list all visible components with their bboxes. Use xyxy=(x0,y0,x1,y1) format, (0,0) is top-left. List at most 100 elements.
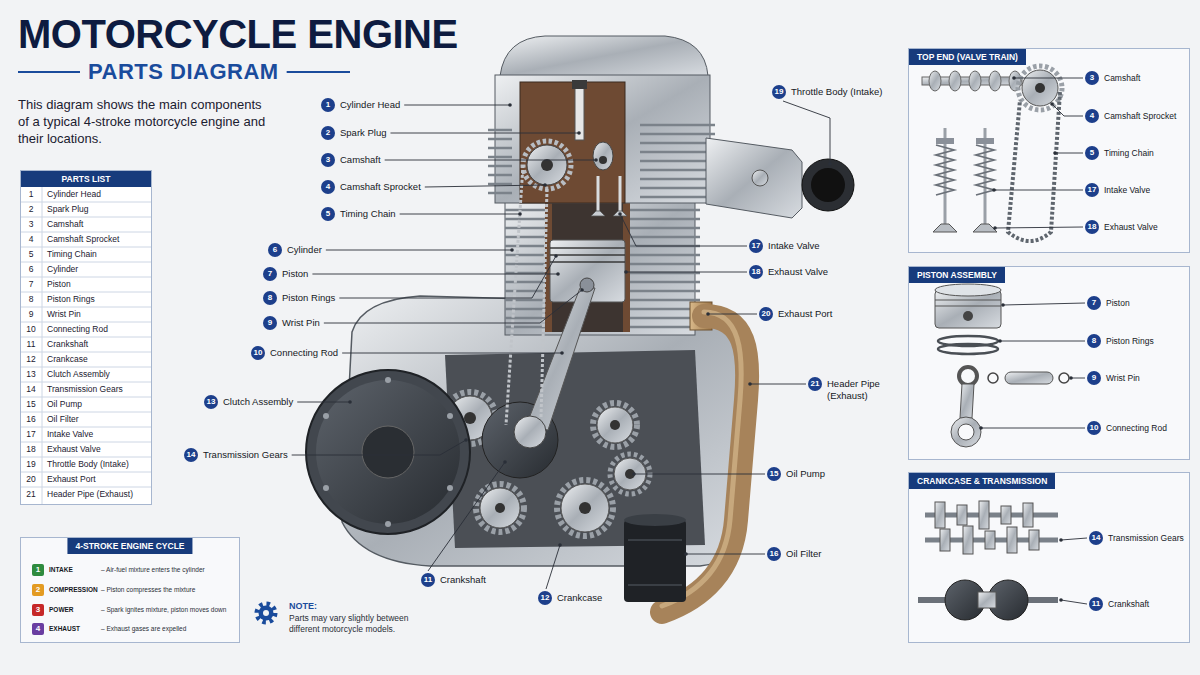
table-grid xyxy=(20,186,152,505)
leader-line xyxy=(686,554,765,555)
callout: 6Cylinder xyxy=(268,243,282,257)
rod-big-end xyxy=(514,416,546,448)
panel-title: PARTS LIST xyxy=(21,171,151,187)
panel-title: CRANKCASE & TRANSMISSION xyxy=(909,473,1055,489)
callout-number: 9 xyxy=(1087,371,1101,385)
valve-stems xyxy=(598,176,620,212)
callout: 2Spark Plug xyxy=(321,126,335,140)
note-heading: NOTE: xyxy=(289,601,317,612)
part-name: Connecting Rod xyxy=(270,346,338,360)
panel-fill xyxy=(908,472,1190,643)
leader-line xyxy=(750,384,806,385)
leader-dot xyxy=(556,272,560,276)
leader-line xyxy=(425,185,545,187)
leader-line xyxy=(385,160,596,161)
table-part-name: Camshaft xyxy=(47,217,83,232)
table-part-name: Exhaust Port xyxy=(47,472,96,487)
table-number: 8 xyxy=(20,292,42,307)
callout: 3Camshaft xyxy=(321,153,335,167)
step-number: 4 xyxy=(32,623,44,635)
part-name: Exhaust Valve xyxy=(1104,220,1158,234)
part-name: Oil Filter xyxy=(786,547,821,561)
bolt xyxy=(323,413,329,419)
info-panel: CRANKCASE & TRANSMISSION14Transmission G… xyxy=(908,472,1190,643)
valve-heads xyxy=(933,224,997,232)
leader-line xyxy=(339,256,556,298)
sprocket-hub xyxy=(1035,83,1045,93)
sprocket-body xyxy=(527,145,567,185)
leader-line xyxy=(1061,538,1087,540)
callout-number: 9 xyxy=(263,316,277,330)
leader-line xyxy=(1014,78,1083,79)
leader-line xyxy=(995,227,1083,228)
table-part-name: Throttle Body (Intake) xyxy=(47,457,129,472)
callout-number: 15 xyxy=(767,467,781,481)
gear-hub xyxy=(610,420,620,430)
part-name: Throttle Body (Intake) xyxy=(791,85,882,99)
step-badge: 2 xyxy=(32,584,44,596)
leader-dot xyxy=(1059,538,1063,542)
callout-number: 8 xyxy=(263,291,277,305)
step-number: 1 xyxy=(32,564,44,576)
panel-title: 4-STROKE ENGINE CYCLE xyxy=(67,538,192,554)
valve-cover xyxy=(500,36,708,76)
table-number: 12 xyxy=(20,352,42,367)
callout-number: 17 xyxy=(1085,183,1099,197)
callout: 21Header Pipe (Exhaust) xyxy=(808,377,822,391)
subtitle: PARTS DIAGRAM xyxy=(88,60,279,84)
table-number: 5 xyxy=(20,247,42,262)
part-name: Transmission Gears xyxy=(203,448,288,462)
leader-dot xyxy=(998,339,1002,343)
table-number: 19 xyxy=(20,457,42,472)
table-number: 1 xyxy=(20,187,42,202)
leader-dot xyxy=(992,188,996,192)
step-name: COMPRESSION xyxy=(49,584,98,596)
info-panel: PISTON ASSEMBLY7Piston8Piston Rings9Wris… xyxy=(908,266,1190,460)
part-name: Piston xyxy=(282,267,308,281)
callout: 16Oil Filter xyxy=(767,547,781,561)
callout-number: 5 xyxy=(1085,146,1099,160)
table-number: 9 xyxy=(20,307,42,322)
table-number: 15 xyxy=(20,397,42,412)
table-number: 18 xyxy=(20,442,42,457)
gear-hub xyxy=(625,469,635,479)
callout-number: 18 xyxy=(749,265,763,279)
panel-fill xyxy=(908,48,1190,253)
leader-line xyxy=(1052,104,1083,116)
gear xyxy=(557,480,613,536)
oil-filter-top xyxy=(624,514,686,526)
table-part-name: Piston Rings xyxy=(47,292,95,307)
callout-number: 2 xyxy=(321,126,335,140)
table-part-name: Crankshaft xyxy=(47,337,88,352)
leader-dot xyxy=(979,426,983,430)
part-name: Spark Plug xyxy=(340,126,386,140)
callout: 9Wrist Pin xyxy=(263,316,277,330)
oil-filter-ribs xyxy=(628,540,682,585)
gear xyxy=(593,403,637,447)
leader-dot xyxy=(510,248,514,252)
part-name: Piston Rings xyxy=(1106,334,1154,348)
rule-line xyxy=(18,71,80,73)
wrist-pin xyxy=(1005,372,1053,384)
step-description: – Piston compresses the mixture xyxy=(101,584,195,596)
callout-number: 7 xyxy=(263,267,277,281)
gear xyxy=(1029,530,1039,550)
callout: 13Clutch Assembly xyxy=(204,395,218,409)
leader-line xyxy=(1055,153,1083,154)
part-name: Exhaust Valve xyxy=(768,265,828,279)
table-number: 3 xyxy=(20,217,42,232)
part-name: Crankshaft xyxy=(1108,597,1149,611)
step-description: – Spark ignites mixture, piston moves do… xyxy=(101,604,226,616)
table-part-name: Camshaft Sprocket xyxy=(47,232,119,247)
cam-lobe xyxy=(929,71,941,91)
gear-teeth xyxy=(476,484,524,532)
table-number: 21 xyxy=(20,487,42,502)
leader-dot xyxy=(508,103,512,107)
callout: 18Exhaust Valve xyxy=(1085,220,1099,234)
leader-line xyxy=(708,314,757,315)
callout-number: 17 xyxy=(749,239,763,253)
leader-dot xyxy=(1012,76,1016,80)
rod-bearing xyxy=(958,424,974,440)
throttle-linkage xyxy=(752,170,768,186)
title: MOTORCYCLE ENGINE xyxy=(18,12,458,56)
